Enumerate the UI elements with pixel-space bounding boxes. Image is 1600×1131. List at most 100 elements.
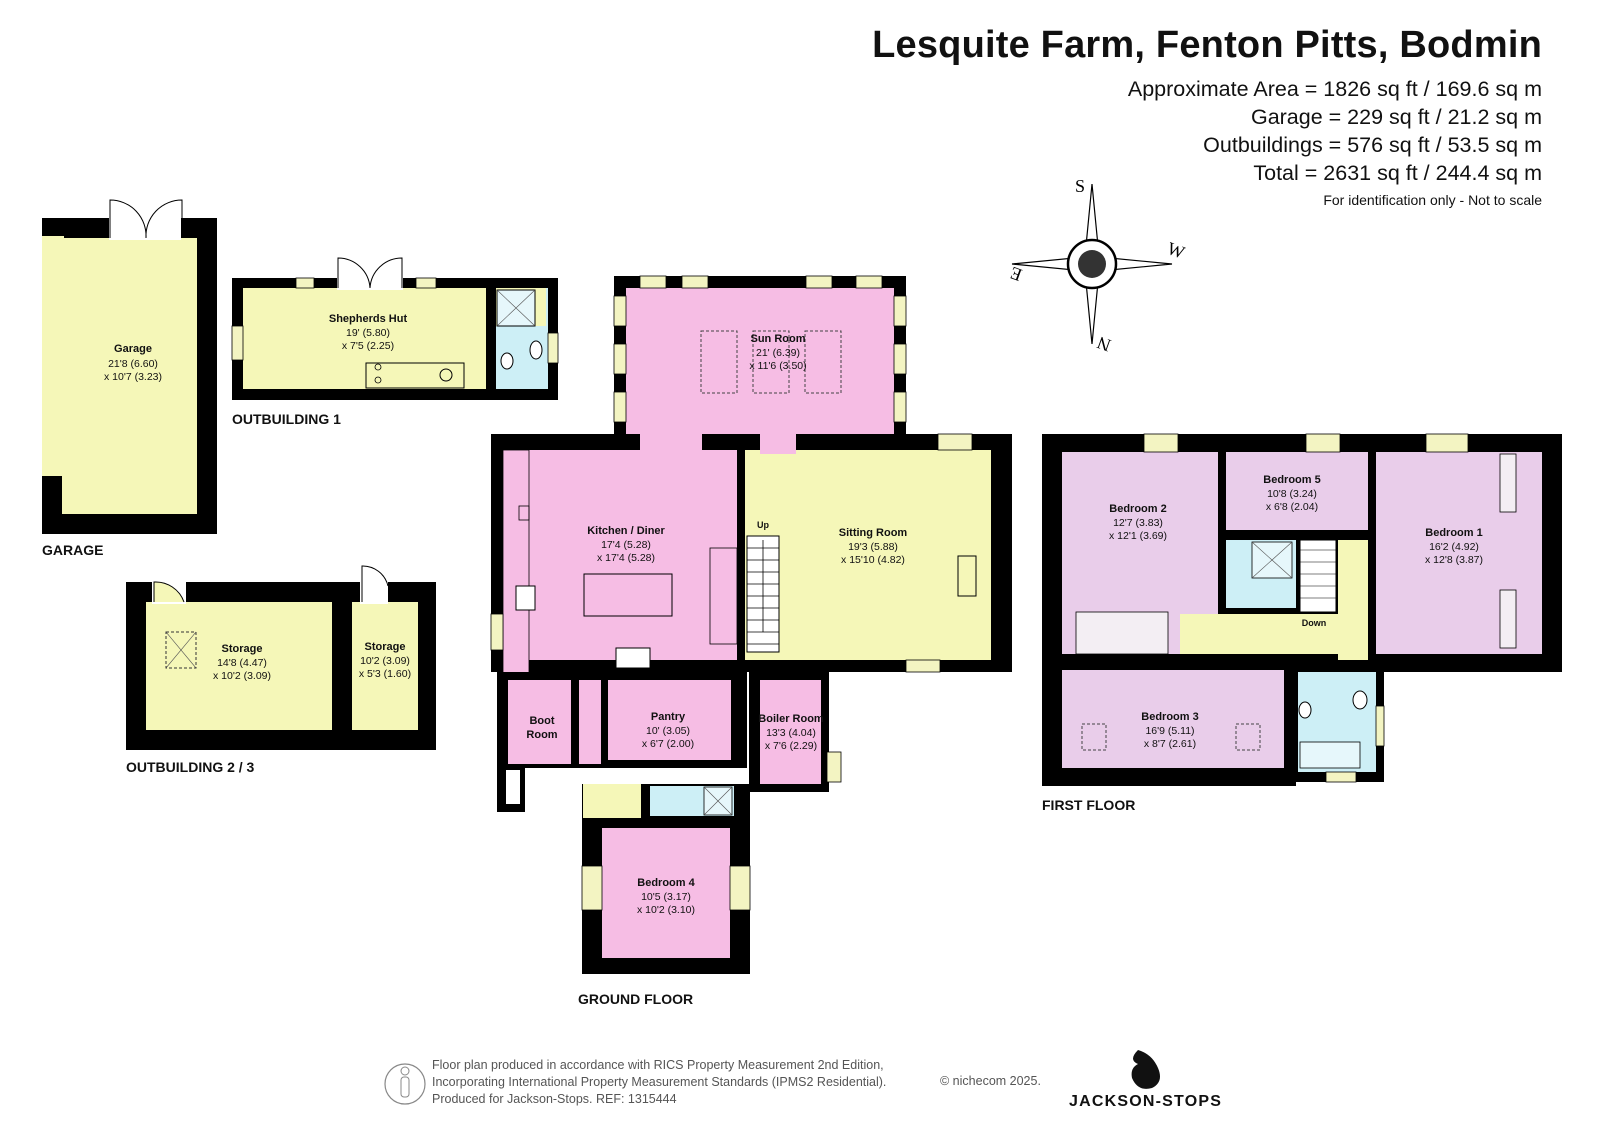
bedroom5-dim2: x 6'8 (2.04): [1266, 501, 1318, 513]
boiler-dim1: 13'3 (4.04): [766, 727, 816, 739]
ground-floor-label: GROUND FLOOR: [578, 991, 693, 1007]
hut-basin-icon: [529, 340, 543, 360]
bedroom3-dim1: 16'9 (5.11): [1145, 725, 1194, 737]
compass-label-n: N: [1094, 332, 1113, 355]
first-toilet-icon: [1352, 690, 1368, 710]
sunroom-dim1: 21' (6.39): [756, 347, 800, 359]
storage2-room-dim2: x 5'3 (1.60): [359, 668, 411, 680]
bedroom3-floor: [1062, 670, 1284, 768]
storage1-room-name: Storage: [222, 643, 263, 655]
stairs-up: [746, 535, 780, 653]
outbuildings-area-text: Outbuildings = 576 sq ft / 53.5 sq m: [1203, 133, 1542, 157]
sitting-floor: [745, 450, 991, 660]
hut-window-2: [415, 277, 437, 289]
bath-icon: [1299, 741, 1361, 769]
garage-area-text: Garage = 229 sq ft / 21.2 sq m: [1250, 105, 1542, 129]
pantry-dim2: x 6'7 (2.00): [642, 738, 694, 750]
storage1-door-swing: [153, 581, 185, 603]
storage2-room-dim1: 10'2 (3.09): [360, 655, 410, 667]
sunroom-kitchen-opening: [640, 432, 702, 454]
jackson-stops-logo-icon: [1131, 1050, 1160, 1089]
kitchen-sink-icon: [615, 647, 651, 669]
bedroom4-dim2: x 10'2 (3.10): [637, 904, 695, 916]
kitchen-dim1: 17'4 (5.28): [601, 539, 651, 551]
total-area-text: Total = 2631 sq ft / 244.4 sq m: [1253, 161, 1542, 185]
hut-room-dim2: x 7'5 (2.25): [342, 340, 394, 352]
sitting-dim1: 19'3 (5.88): [848, 541, 898, 553]
boot-room-name2: Room: [526, 729, 557, 741]
stairs-down: [1299, 539, 1337, 613]
compass-label-w: W: [1165, 238, 1188, 263]
hut-door-gap: [337, 276, 403, 290]
hut-window-3: [231, 325, 244, 361]
bedroom3-dim2: x 8'7 (2.61): [1144, 738, 1196, 750]
bedroom1-dim2: x 12'8 (3.87): [1425, 554, 1483, 566]
outbuilding23-floor-label: OUTBUILDING 2 / 3: [126, 759, 255, 775]
storage1-room-dim2: x 10'2 (3.09): [213, 670, 271, 682]
kitchen-dim2: x 17'4 (5.28): [597, 552, 655, 564]
hut-room-dim1: 19' (5.80): [346, 327, 390, 339]
footer-disclaimer: Floor plan produced in accordance with R…: [432, 1057, 886, 1108]
storage2-room-name: Storage: [365, 641, 406, 653]
bedroom1-floor: [1376, 452, 1542, 654]
bedroom2-name: Bedroom 2: [1109, 503, 1166, 515]
bedroom5-dim1: 10'8 (3.24): [1267, 488, 1317, 500]
storage2-door-swing: [361, 565, 389, 602]
kitchen-hob-icon: [515, 585, 536, 611]
copyright-text: © nichecom 2025.: [940, 1074, 1041, 1088]
pantry-floor: [608, 680, 731, 760]
outbuilding1-floor-label: OUTBUILDING 1: [232, 411, 341, 427]
bedroom4-floor: [602, 828, 730, 958]
compass-rose-icon: [1011, 183, 1173, 345]
page-title: Lesquite Farm, Fenton Pitts, Bodmin: [872, 24, 1542, 66]
stairs-up-label: Up: [757, 520, 769, 530]
garage-floor: [62, 238, 197, 514]
storage-rooflight: [165, 631, 197, 669]
rooflight-2: [752, 330, 790, 394]
garage-door-swing-right: [145, 199, 183, 239]
bedroom5-floor: [1226, 452, 1368, 530]
garage-floor-label: GARAGE: [42, 542, 103, 558]
kitchen-name: Kitchen / Diner: [587, 525, 665, 537]
storage1-room-dim1: 14'8 (4.47): [217, 657, 267, 669]
hut-kitchenette: [365, 362, 465, 389]
sunroom-name: Sun Room: [751, 333, 806, 345]
boiler-dim2: x 7'6 (2.29): [765, 740, 817, 752]
garage-block: Garage 21'8 (6.60) x 10'7 (3.23) GARAGE: [42, 199, 217, 558]
ground-floor-block: Sun Room 21' (6.39) x 11'6 (3.50) Kitche…: [490, 275, 1012, 1007]
rooflight-3: [804, 330, 842, 394]
garage-room-name: Garage: [114, 343, 152, 355]
stairs-down-label: Down: [1302, 618, 1327, 628]
pantry-dim1: 10' (3.05): [646, 725, 690, 737]
outbuilding23-block: Storage 14'8 (4.47) x 10'2 (3.09) Storag…: [126, 565, 436, 775]
bedroom1-dim1: 16'2 (4.92): [1429, 541, 1479, 553]
boot-room-name1: Boot: [529, 715, 554, 727]
sunroom-dim2: x 11'6 (3.50): [749, 360, 806, 372]
bedroom5-name: Bedroom 5: [1263, 474, 1320, 486]
landing-floor: [1180, 614, 1368, 654]
compass-label-s: S: [1075, 176, 1085, 196]
outbuilding1-block: Shepherds Hut 19' (5.80) x 7'5 (2.25) OU…: [231, 257, 559, 427]
sitting-name: Sitting Room: [839, 527, 908, 539]
compass-label-e: E: [1007, 263, 1024, 286]
bedroom4-dim1: 10'5 (3.17): [641, 891, 691, 903]
bedroom3-name: Bedroom 3: [1141, 711, 1198, 723]
garage-room-dim2: x 10'7 (3.23): [104, 371, 162, 383]
storage2-floor: [352, 602, 418, 730]
garage-room-dim1: 21'8 (6.60): [108, 358, 158, 370]
footer-line-2: Incorporating International Property Mea…: [432, 1075, 887, 1089]
sitting-dim2: x 15'10 (4.82): [841, 554, 905, 566]
rooflight-1: [700, 330, 738, 394]
area-summary: Approximate Area = 1826 sq ft / 169.6 sq…: [1128, 75, 1542, 187]
boiler-name: Boiler Room: [758, 713, 824, 725]
boiler-room-floor: [760, 680, 821, 784]
storage1-floor: [146, 602, 332, 730]
bedroom2-dim2: x 12'1 (3.69): [1109, 530, 1167, 542]
first-floor-block: Bedroom 2 12'7 (3.83) x 12'1 (3.69) Bedr…: [1042, 433, 1562, 813]
boot-room-floor: [508, 680, 571, 764]
hut-window-4: [547, 332, 559, 364]
person-icon: [384, 1063, 426, 1105]
approx-area-text: Approximate Area = 1826 sq ft / 169.6 sq…: [1127, 77, 1542, 101]
sunroom-floor: [626, 288, 894, 438]
sitting-fireplace: [957, 555, 977, 597]
